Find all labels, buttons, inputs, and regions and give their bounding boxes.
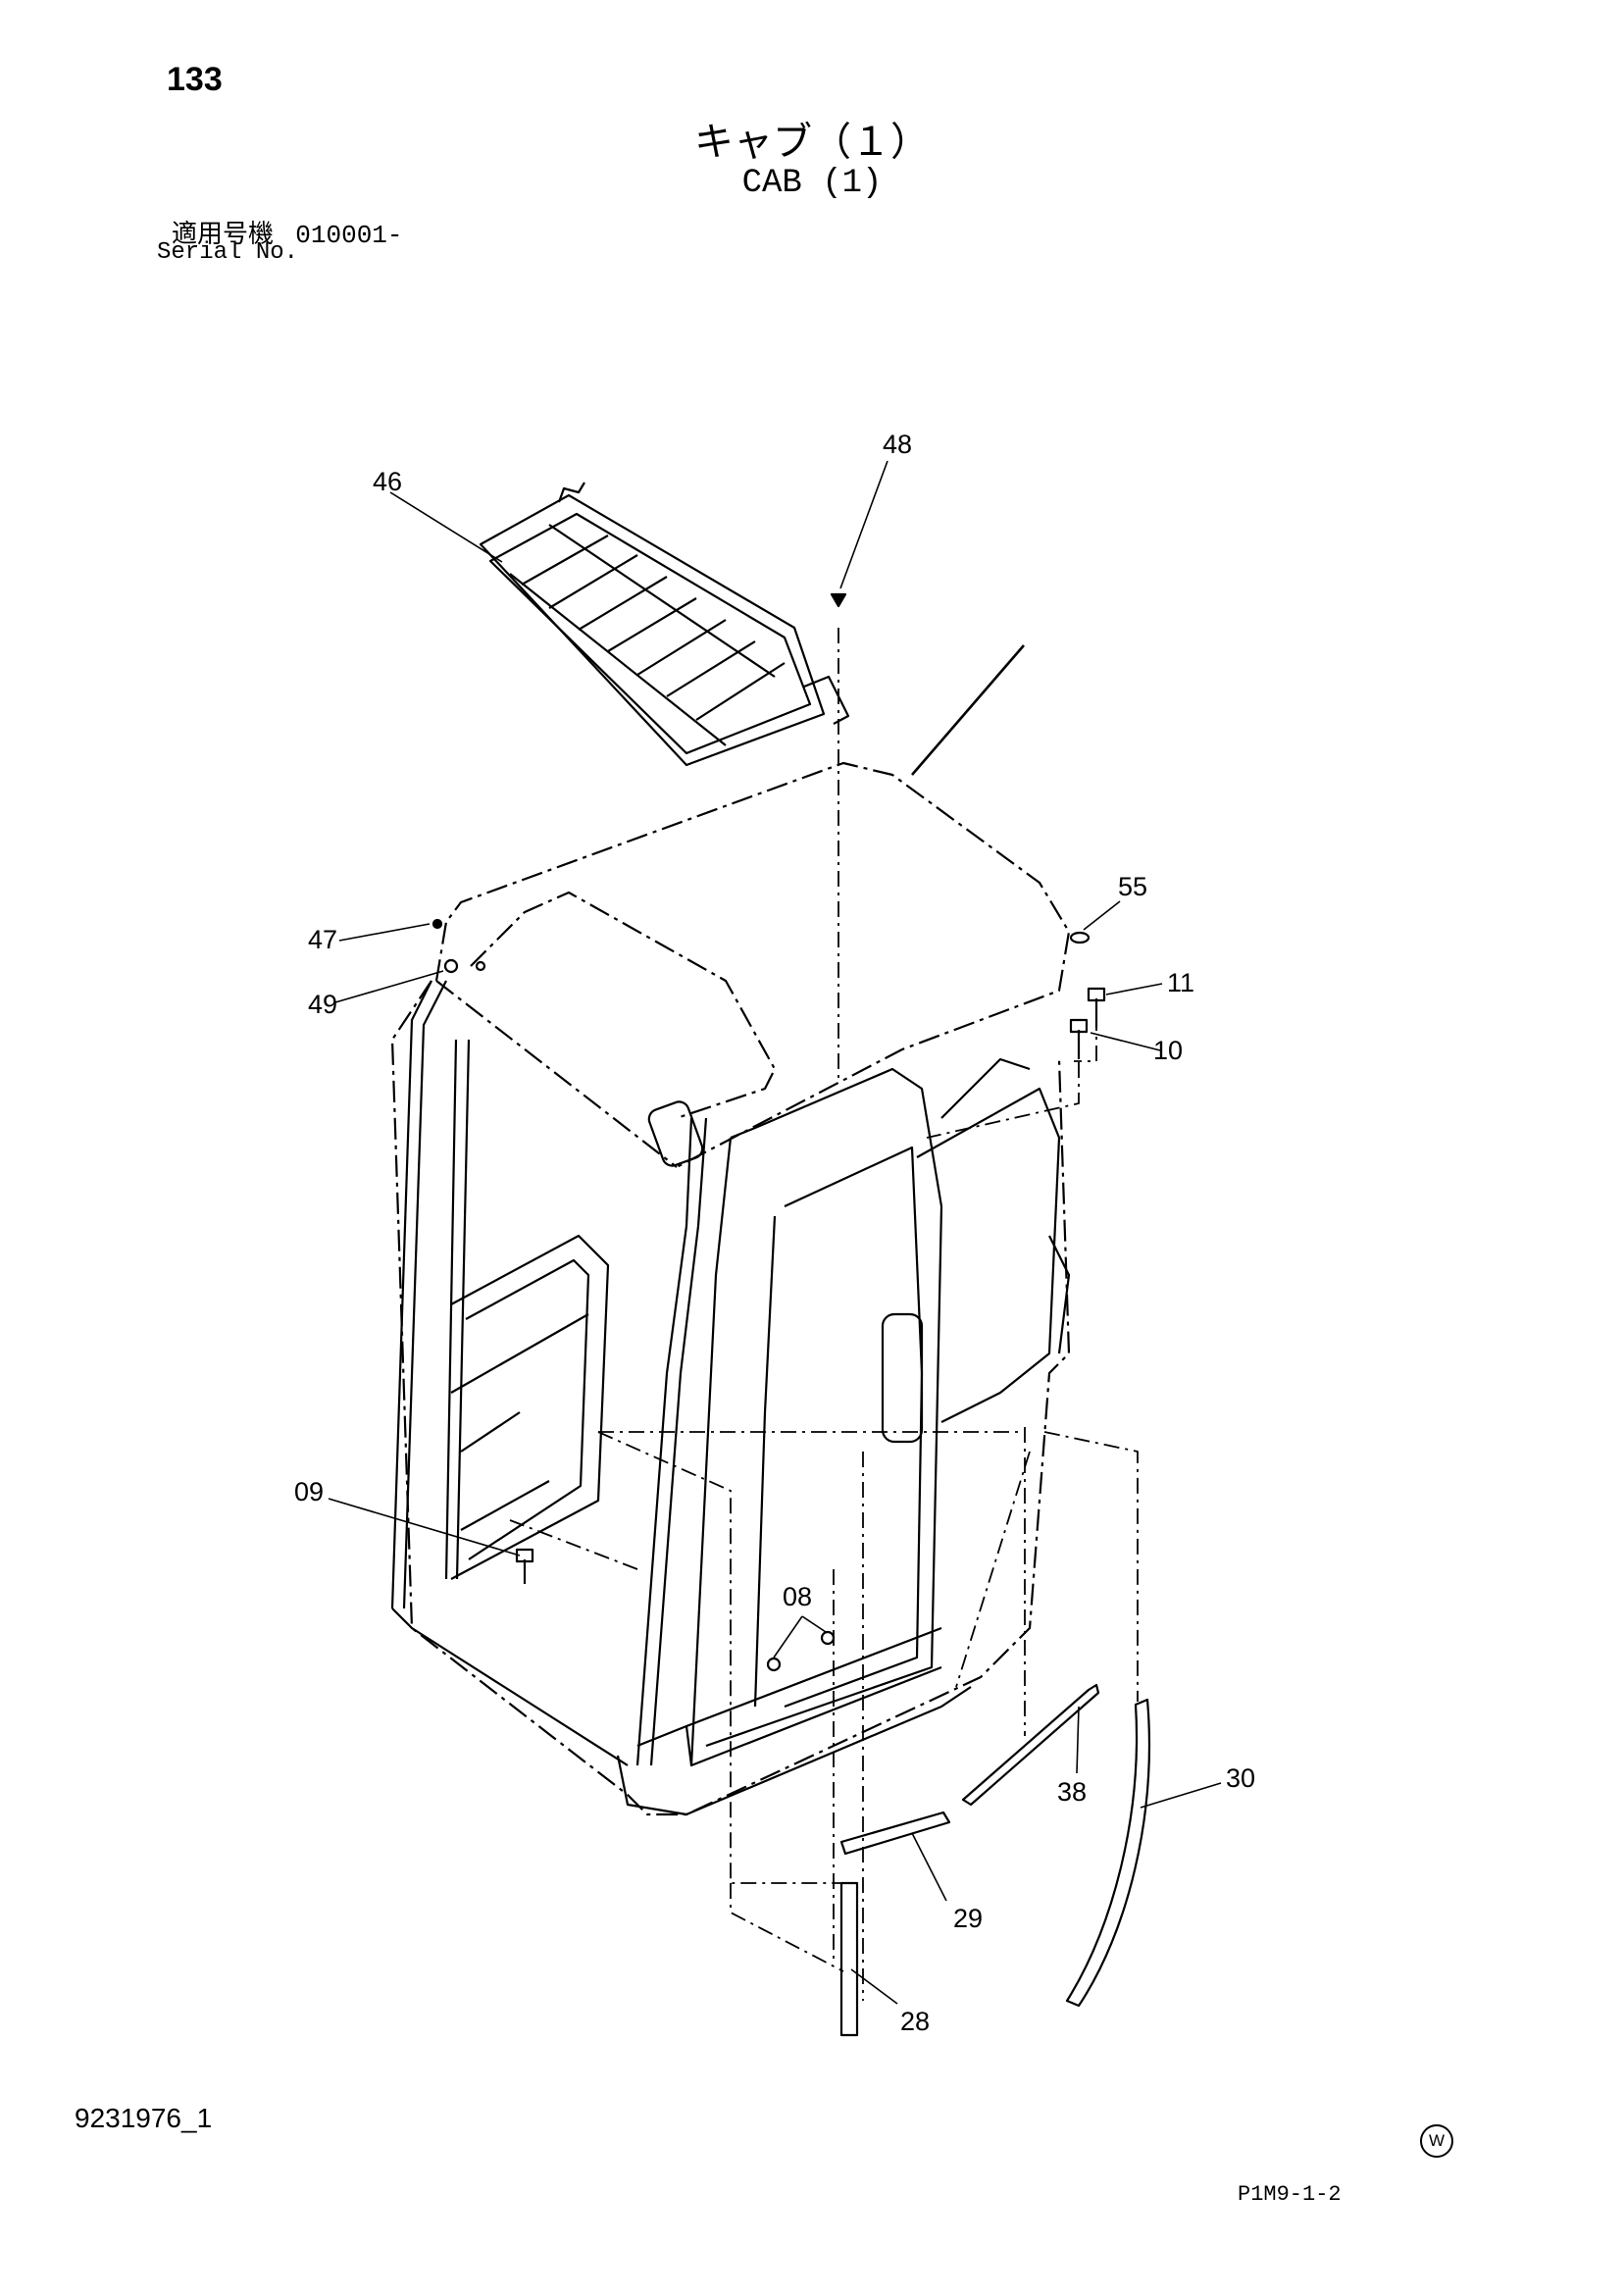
callout-09: 09 — [294, 1477, 324, 1506]
cab-drawing — [328, 460, 1222, 2037]
seal-strip-part-28 — [839, 1881, 859, 2037]
bolt-part-10 — [1069, 1018, 1089, 1059]
callout-49: 49 — [308, 990, 337, 1019]
callout-28: 28 — [900, 2007, 930, 2036]
callout-38: 38 — [1057, 1777, 1087, 1807]
serial-label-english: Serial No. — [157, 239, 299, 266]
callout-55: 55 — [1118, 872, 1147, 901]
front-door-frame — [705, 1057, 1071, 1748]
serial-line-japanese: 適用号機 010001- — [172, 214, 403, 250]
callout-11: 11 — [1167, 968, 1194, 997]
rivet-part-48 — [830, 592, 847, 608]
callout-08: 08 — [783, 1582, 812, 1611]
serial-value: 010001- — [295, 221, 403, 250]
callout-30: 30 — [1226, 1763, 1255, 1793]
callout-48: 48 — [883, 430, 912, 459]
seal-strip-part-30 — [1065, 1698, 1150, 2008]
callout-10: 10 — [1153, 1036, 1183, 1065]
callout-29: 29 — [953, 1904, 983, 1933]
page-title-english: CAB (1) — [741, 165, 883, 202]
work-light — [647, 1100, 704, 1167]
serial-label-japanese: 適用号機 — [172, 220, 275, 249]
clip-part-49 — [443, 958, 486, 974]
antenna — [911, 644, 1025, 776]
clip-parts-08 — [766, 1630, 836, 1672]
figure-code: P1M9-1-2 — [1238, 2182, 1342, 2207]
bolt-part-09 — [515, 1548, 534, 1584]
cab-base-frame — [391, 1607, 972, 1816]
screw-part-47 — [431, 918, 443, 930]
callout-47: 47 — [308, 925, 337, 954]
document-code: 9231976_1 — [75, 2103, 213, 2133]
bolt-part-11 — [1087, 987, 1106, 1028]
cap-part-55 — [1069, 931, 1091, 944]
callout-46: 46 — [373, 467, 402, 496]
part-callouts: 46 48 47 49 55 11 10 09 08 38 30 29 28 — [294, 430, 1255, 2036]
w-circle-mark: W — [1420, 2124, 1453, 2158]
side-window-frame — [450, 1234, 610, 1580]
callout-leader-lines — [328, 460, 1222, 2005]
roof-panel-part-46 — [479, 482, 850, 767]
assembly-guide-lines — [509, 628, 1139, 2001]
seal-strip-part-38 — [961, 1683, 1100, 1807]
page-number: 133 — [167, 61, 223, 98]
cab-left-pillars — [390, 980, 733, 1766]
seal-strip-part-29 — [839, 1811, 951, 1856]
page-title-japanese: キャブ（１） — [694, 120, 930, 165]
